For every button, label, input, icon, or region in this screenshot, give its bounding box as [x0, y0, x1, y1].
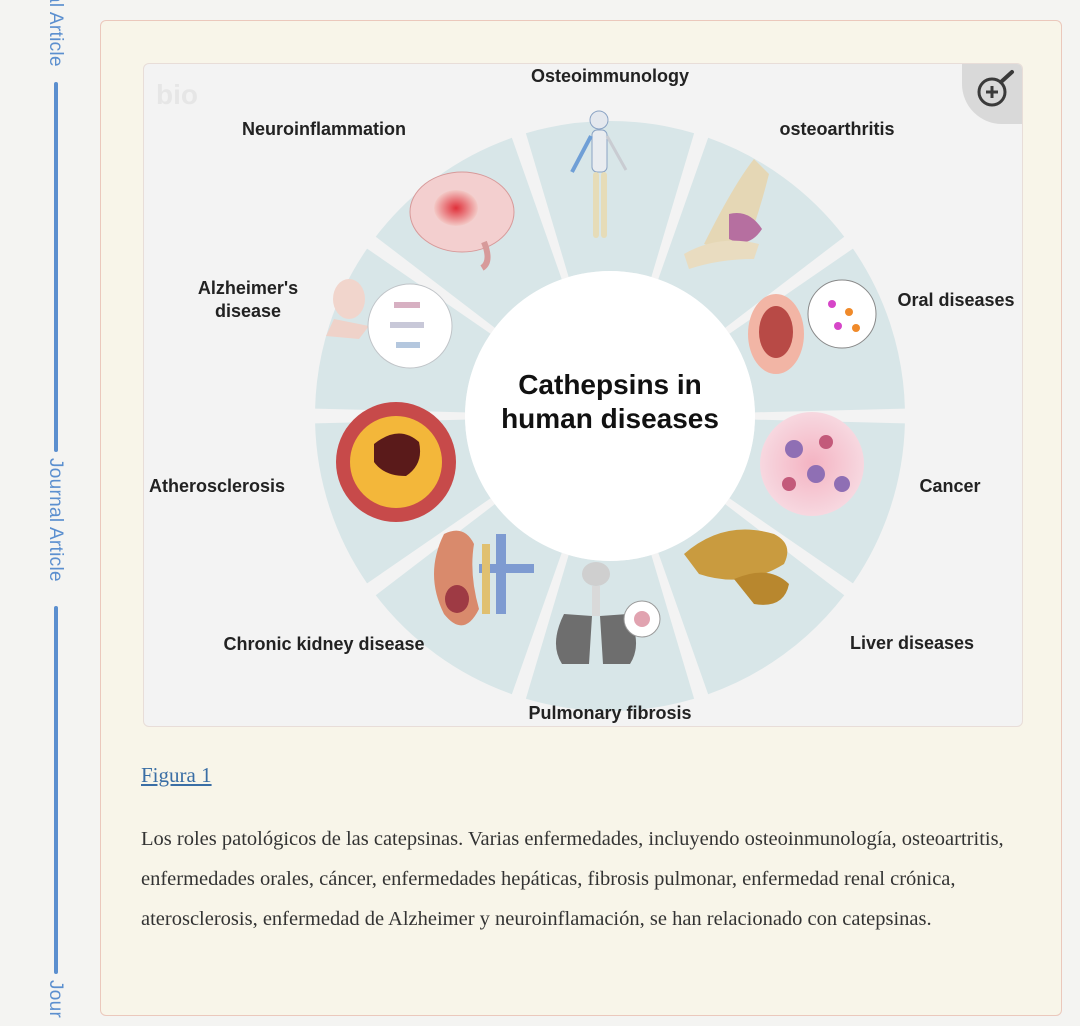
- label-atherosclerosis: Atherosclerosis: [149, 476, 285, 496]
- label-chronic-kidney-disease: Chronic kidney disease: [223, 634, 424, 654]
- joint-illustration: [684, 159, 769, 269]
- figure-image[interactable]: bio Cathepsins in human diseases: [143, 63, 1023, 727]
- zoom-in-icon: [977, 70, 1014, 107]
- figure-card: bio Cathepsins in human diseases: [100, 20, 1062, 1016]
- mouth-illustration: [748, 279, 877, 374]
- brain-illustration: [409, 171, 515, 271]
- ring-sector: [525, 121, 695, 278]
- label-pulmonary-fibrosis: Pulmonary fibrosis: [528, 703, 691, 723]
- journal-rail-label-middle: Journal Article: [45, 458, 66, 582]
- watermark-text: bio: [156, 79, 198, 110]
- label-osteoimmunology: Osteoimmunology: [531, 66, 689, 86]
- label-alzheimers-line1: Alzheimer's: [198, 278, 298, 298]
- journal-rail-line-top: [54, 82, 58, 452]
- label-neuroinflammation: Neuroinflammation: [242, 119, 406, 139]
- journal-rail-label-bottom: Jour: [45, 980, 66, 1019]
- skeleton-illustration: [570, 110, 628, 238]
- cathepsins-diagram: bio Cathepsins in human diseases: [149, 66, 1015, 723]
- artery-illustration: [336, 402, 456, 522]
- label-liver-diseases: Liver diseases: [850, 633, 974, 653]
- center-title-line1: Cathepsins in: [518, 369, 702, 400]
- kidney-illustration: [434, 530, 534, 626]
- label-osteoarthritis: osteoarthritis: [779, 119, 894, 139]
- label-alzheimers-line2: disease: [215, 301, 281, 321]
- alzheimer-illustration: [326, 279, 453, 369]
- label-oral-diseases: Oral diseases: [897, 290, 1014, 310]
- center-title-line2: human diseases: [501, 403, 719, 434]
- zoom-button[interactable]: [962, 64, 1022, 124]
- figure-link[interactable]: Figura 1: [141, 763, 212, 787]
- lungs-illustration: [555, 562, 661, 664]
- journal-rail-line-middle: [54, 606, 58, 974]
- liver-illustration: [684, 529, 789, 605]
- label-cancer: Cancer: [919, 476, 980, 496]
- cancer-cells-illustration: [760, 412, 864, 516]
- journal-rail-label-top: al Article: [45, 0, 66, 67]
- figure-caption: Los roles patológicos de las catepsinas.…: [141, 828, 1004, 930]
- center-disc: [465, 271, 755, 561]
